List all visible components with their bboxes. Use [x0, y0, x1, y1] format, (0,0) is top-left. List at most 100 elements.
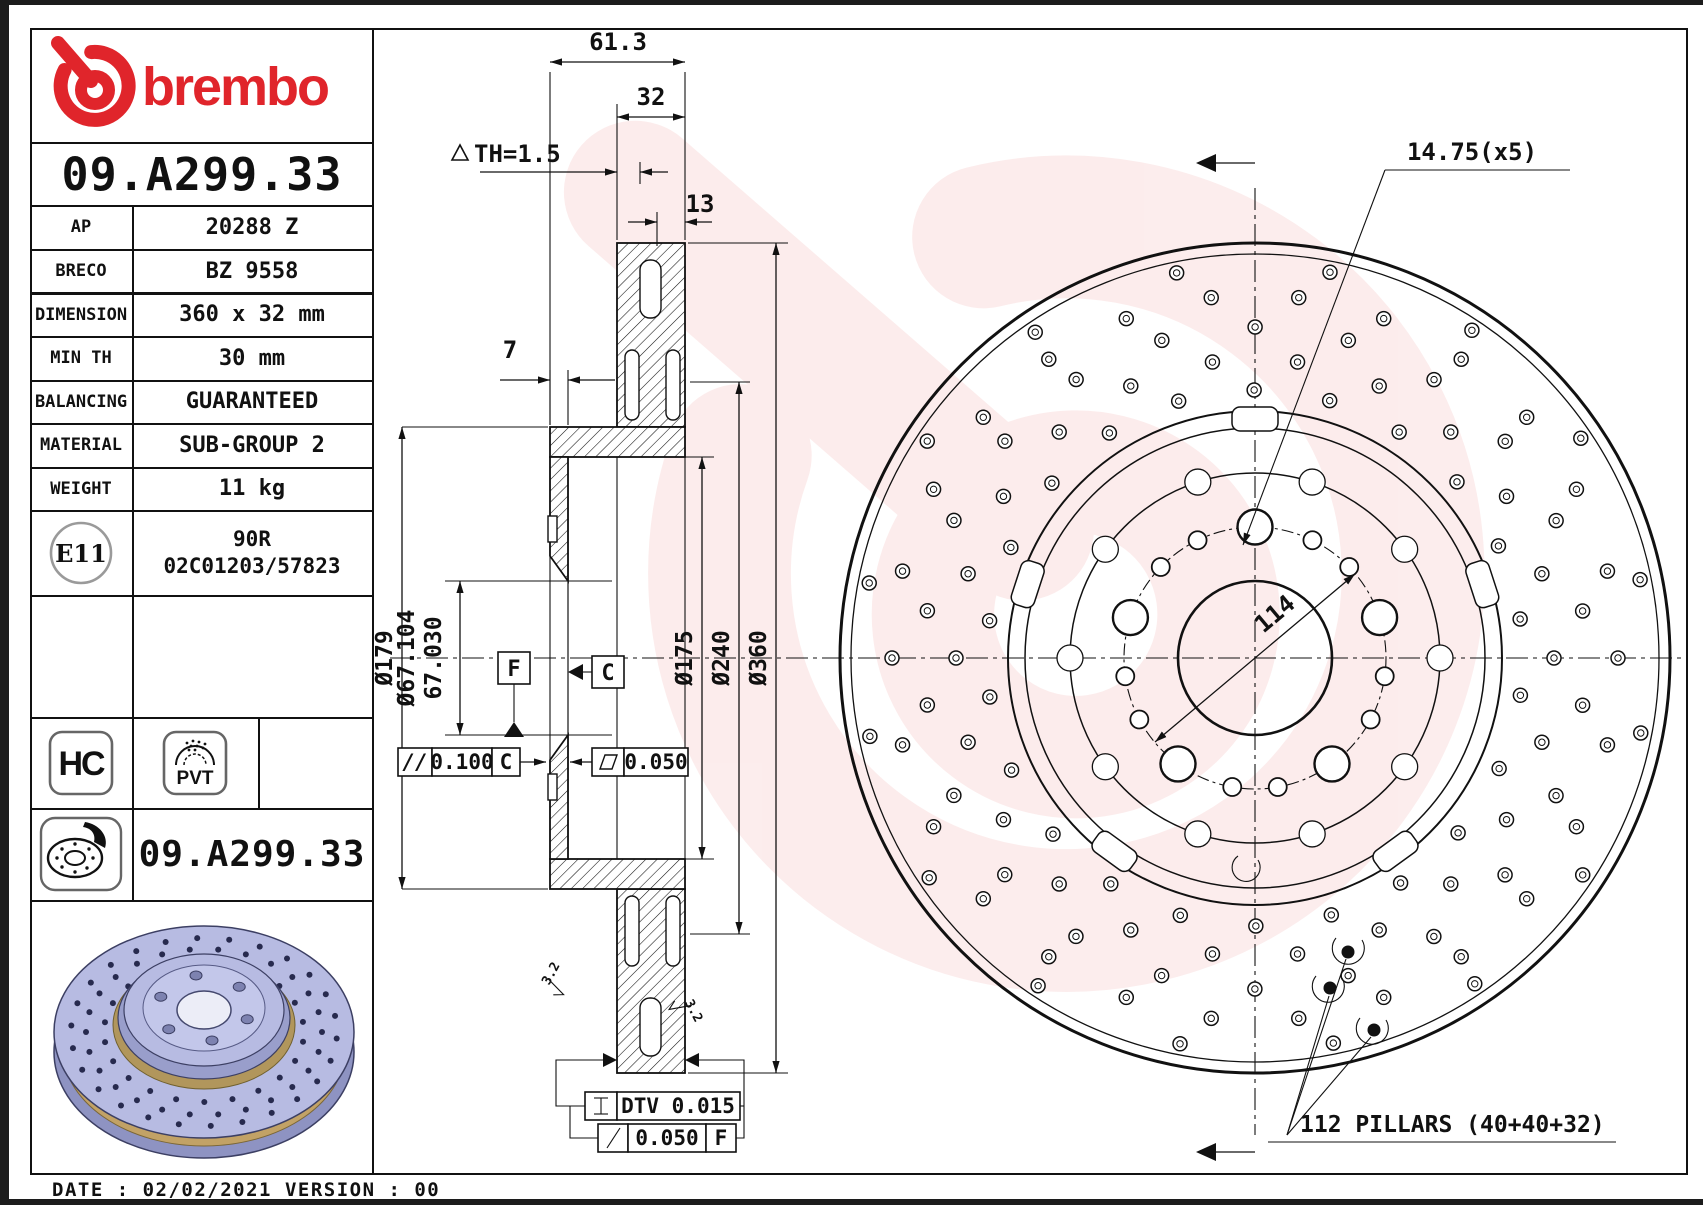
- dim-outer-diameter: Ø360: [746, 630, 772, 686]
- pvt-icon: PVT: [162, 730, 228, 795]
- svg-text:3.2: 3.2: [539, 960, 563, 988]
- dim-hat-od: Ø179: [372, 630, 398, 686]
- runout-datum: F: [715, 1126, 728, 1150]
- page-edge-bottom: [0, 1199, 1703, 1205]
- flatness-symbol: [599, 754, 618, 770]
- dim-plate-thickness: 13: [686, 190, 715, 218]
- homologation-mark: E11: [30, 510, 132, 595]
- dim-disc-thickness: 32: [637, 83, 666, 111]
- fcf-runout: 0.050 F: [597, 1123, 737, 1153]
- datum-f-label: F: [507, 657, 520, 682]
- approval-line1: 90R: [233, 526, 271, 551]
- e11-circle-icon: E11: [49, 521, 113, 584]
- version-label: VERSION :: [284, 1179, 402, 1201]
- e11-text: E11: [55, 539, 107, 568]
- grid-line: [30, 595, 374, 597]
- grid-line: [30, 249, 374, 251]
- parallelism-symbol: //: [402, 750, 427, 774]
- pvt-badge: PVT: [132, 717, 258, 808]
- fcf-flatness: 0.050: [570, 747, 689, 777]
- disc-3d-render: [32, 902, 372, 1173]
- dim-inner-ring: Ø175: [672, 630, 698, 686]
- spec-value-material: SUB-GROUP 2: [179, 432, 325, 458]
- page-edge-top: [0, 0, 1703, 5]
- note-pillars: 112 PILLARS (40+40+32): [1300, 1112, 1605, 1138]
- homologation-approval: 90R 02C01203/57823: [132, 510, 372, 595]
- version-value: 00: [414, 1179, 441, 1201]
- spec-value-weight: 11 kg: [218, 476, 286, 501]
- grid-line: [30, 292, 374, 295]
- technical-drawing-svg: 61.3 32 13 TH=1.5 7 Ø179: [372, 28, 1682, 1161]
- bolt-holes: [1111, 508, 1399, 797]
- dim-bore-max: Ø67.104: [394, 610, 420, 708]
- runout-value: 0.050: [635, 1126, 698, 1150]
- hc-icon: HC: [48, 730, 114, 795]
- datum-c-triangle: [568, 664, 583, 680]
- grid-line: [30, 142, 374, 144]
- section-arrow-bottom: [1196, 1143, 1255, 1161]
- bolt-circle: [1123, 526, 1387, 790]
- dim-vent-ring: Ø240: [709, 630, 735, 686]
- hc-text: HC: [58, 745, 105, 783]
- grid-line: [30, 808, 374, 810]
- grid-line: [30, 423, 374, 425]
- date-value: 02/02/2021: [142, 1179, 272, 1201]
- dim-hat-wall: 7: [503, 336, 517, 364]
- spec-value-balancing: GUARANTEED: [185, 389, 319, 414]
- dtv-value: DTV 0.015: [621, 1094, 735, 1118]
- spec-label-weight: WEIGHT: [50, 478, 112, 499]
- grid-line: [30, 900, 374, 902]
- grid-line: [132, 205, 134, 900]
- parallelism-value: 0.100: [430, 750, 493, 774]
- grid-line: [30, 510, 374, 512]
- spec-value-min-th: 30 mm: [218, 345, 286, 371]
- section-view: 61.3 32 13 TH=1.5 7 Ø179: [372, 28, 1682, 1153]
- part-number-main: 09.A299.33: [61, 147, 343, 201]
- dim-total-width: 61.3: [589, 28, 647, 56]
- grid-line: [258, 717, 260, 808]
- date-label: DATE :: [52, 1179, 130, 1201]
- page-edge-left: [0, 0, 9, 1205]
- spec-value-breco: BZ 9558: [205, 258, 299, 284]
- part-number-repeat: 09.A299.33: [138, 833, 366, 875]
- front-view: 14.75(x5) 114 112 PILLARS (40+40+32): [838, 138, 1672, 1161]
- approval-line2: 02C01203/57823: [163, 553, 341, 578]
- grid-line: [30, 717, 374, 719]
- footer-date-line: DATE : 02/02/2021 VERSION : 00: [52, 1179, 440, 1201]
- spec-label-ap: AP: [70, 217, 92, 237]
- parallelism-datum: C: [500, 750, 513, 774]
- grid-line: [30, 380, 374, 382]
- grid-line: [30, 205, 374, 207]
- spec-label-material: MATERIAL: [40, 435, 122, 455]
- dim-bore-min: 67.030: [421, 616, 447, 699]
- grid-line: [30, 467, 374, 469]
- flatness-value: 0.050: [624, 750, 687, 774]
- disc-3d-render-svg: [53, 924, 355, 1159]
- disc-badge: [30, 808, 132, 900]
- datum-f-triangle: [504, 722, 524, 737]
- dim-wear: TH=1.5: [474, 140, 561, 168]
- hat-drive-tabs: [1010, 406, 1500, 873]
- roughness-left: 3.2: [539, 960, 565, 996]
- fcf-dtv: DTV 0.015: [584, 1091, 741, 1121]
- drill-hole-section: [639, 259, 662, 319]
- brake-disc-icon: [39, 816, 123, 892]
- brand-logo: brembo: [32, 30, 372, 140]
- disc-outer-circle: [838, 241, 1672, 1075]
- grid-line: [30, 336, 374, 338]
- fcf-parallelism: // 0.100 C: [397, 747, 546, 777]
- spec-label-balancing: BALANCING: [34, 391, 128, 412]
- spec-label-dimension: DIMENSION: [34, 304, 128, 325]
- brand-wordmark: brembo: [142, 57, 328, 117]
- drawing-frame: [30, 28, 1688, 1175]
- spec-label-min-th: MIN TH: [50, 348, 112, 368]
- left-panel-divider: [372, 28, 374, 1175]
- section-arrow-top: [1196, 154, 1255, 172]
- brembo-logo-icon: brembo: [51, 36, 330, 127]
- render-bolt-holes: [154, 970, 254, 1045]
- datum-c-label: C: [601, 661, 614, 686]
- drill-holes: [861, 264, 1649, 1052]
- pvt-text: PVT: [177, 768, 214, 789]
- wear-triangle-symbol: [450, 143, 470, 161]
- pillar-callouts: [1231, 855, 1389, 1136]
